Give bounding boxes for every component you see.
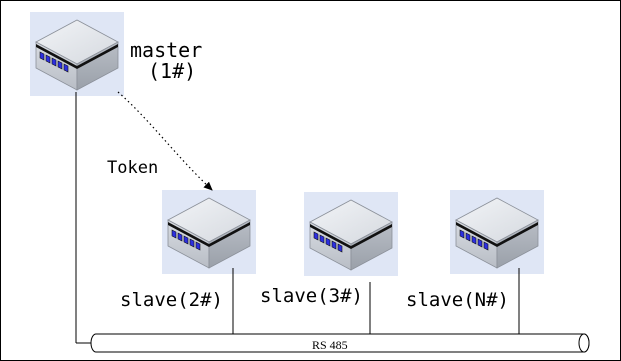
master-device bbox=[29, 11, 125, 97]
slave-3-label: slave(3#) bbox=[260, 285, 363, 307]
slave-device-n bbox=[449, 189, 545, 275]
slave-n-label: slave(N#) bbox=[406, 289, 509, 311]
slave-device-2 bbox=[161, 189, 257, 275]
master-id-label: (1#) bbox=[148, 59, 197, 83]
slave-2-label: slave(2#) bbox=[120, 289, 223, 311]
rs485-bus-label: RS 485 bbox=[312, 338, 348, 352]
token-arrow bbox=[117, 91, 213, 191]
token-label: Token bbox=[107, 158, 159, 178]
rs485-bus-cylinder bbox=[90, 333, 590, 353]
slave-device-3 bbox=[303, 191, 399, 277]
master-label: master bbox=[130, 38, 203, 62]
